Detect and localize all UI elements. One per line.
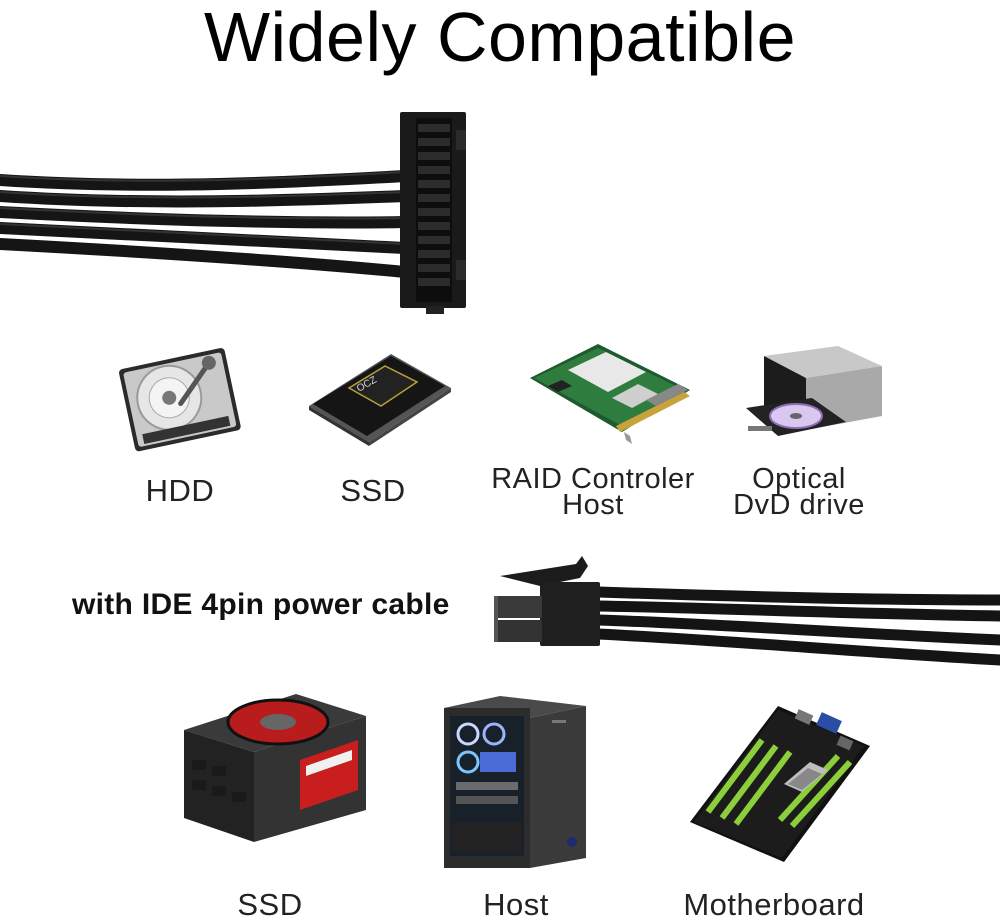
- psu-label: SSD: [237, 887, 303, 922]
- power-supply-icon: [184, 694, 366, 842]
- optical-label-line1: Optical: [752, 463, 846, 495]
- optical-drive-icon: [746, 346, 882, 436]
- hdd-icon: [119, 348, 241, 452]
- raid-card-icon: [530, 344, 690, 444]
- motherboard-icon: [690, 706, 870, 862]
- pc-case-icon: [444, 696, 586, 868]
- optical-label-line2: DvD drive: [733, 489, 865, 521]
- ssd-icon: OCZ: [309, 354, 451, 446]
- page-title: Widely Compatible: [203, 0, 797, 76]
- host-label: Host: [483, 887, 549, 922]
- raid-label-line2: Host: [562, 489, 624, 521]
- ssd-label: SSD: [340, 473, 406, 508]
- hdd-label: HDD: [145, 473, 215, 508]
- motherboard-label: Motherboard: [683, 887, 865, 922]
- ide-cable-label: with IDE 4pin power cable: [72, 588, 450, 621]
- raid-label-line1: RAID Controler: [491, 463, 695, 495]
